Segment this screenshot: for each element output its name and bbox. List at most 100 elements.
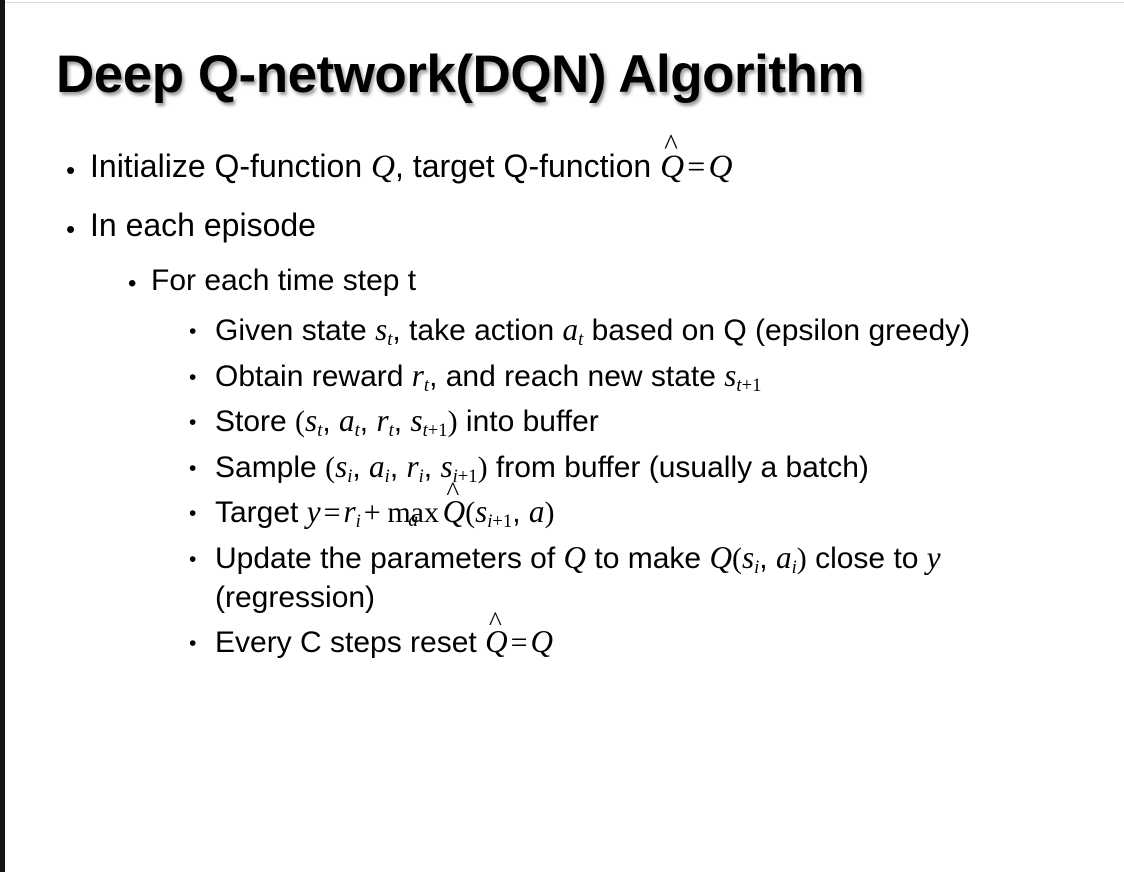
bullet-marker: •: [66, 213, 76, 244]
comma: ,: [423, 450, 441, 484]
math-plus: +: [363, 496, 381, 530]
math-var-a: a: [339, 403, 355, 439]
math-equals: =: [323, 496, 341, 530]
math-sub-t: t: [387, 329, 393, 351]
math-sub-i: i: [418, 465, 424, 487]
math-var-q: Q: [530, 624, 554, 660]
paren-close: ): [477, 450, 488, 484]
math-var-r: r: [411, 357, 424, 393]
circumflex-accent: ^: [664, 128, 678, 161]
math-sub-i: i: [384, 465, 390, 487]
bullet-given-state: • Given state st, take action at based o…: [0, 310, 1124, 351]
math-sub-t: t: [423, 374, 430, 396]
bullet-initialize-text: Initialize Q-function Q, target Q-functi…: [90, 130, 1124, 189]
sub-var: i: [487, 511, 493, 533]
math-sub-t: t: [317, 420, 323, 442]
sub-offset: +1: [427, 420, 448, 442]
bullet-sample-batch-text: Sample (si, ai, ri, si+1) from buffer (u…: [215, 447, 1124, 488]
bullet-store-transition-text: Store (st, at, rt, st+1) into buffer: [215, 401, 1124, 442]
math-sub-i-plus-1: i+1: [453, 466, 478, 487]
bullet-marker: •: [189, 456, 197, 480]
math-sub-i: i: [355, 511, 361, 533]
sub-var: t: [422, 420, 428, 442]
bullet-marker: •: [128, 269, 137, 297]
bullet-in-each-episode: • In each episode: [0, 205, 1124, 246]
math-sub-t-plus-1: t+1: [423, 420, 448, 441]
sub-offset: +1: [457, 465, 478, 487]
comma: ,: [359, 405, 377, 439]
math-var-s: s: [724, 357, 737, 393]
bullet-marker: •: [189, 632, 197, 656]
bullet-obtain-reward-text: Obtain reward rt, and reach new state st…: [215, 356, 1124, 397]
math-var-a: a: [562, 311, 579, 347]
text-run: into buffer: [457, 405, 599, 439]
math-var-r: r: [406, 448, 419, 484]
paren-close: ): [796, 541, 807, 575]
math-equals: =: [687, 148, 706, 184]
paren-close: ): [447, 405, 458, 439]
comma: ,: [759, 541, 776, 575]
math-sub-i: i: [347, 465, 353, 487]
text-run: , target Q-function: [395, 148, 661, 184]
text-run: Store: [215, 405, 296, 439]
bullet-in-each-episode-text: In each episode: [90, 206, 316, 243]
math-var-q: Q: [708, 148, 733, 185]
math-var-q: Q: [371, 148, 396, 185]
math-sub-t-plus-1: t+1: [736, 375, 761, 396]
text-run: Sample: [215, 450, 326, 484]
bullet-update-parameters: • Update the parameters of Q to make Q(s…: [0, 538, 1124, 618]
paren-open: (: [465, 496, 476, 530]
max-limit-a: a: [408, 508, 419, 531]
bullet-obtain-reward: • Obtain reward rt, and reach new state …: [0, 356, 1124, 397]
paren-open: (: [325, 450, 336, 484]
math-sub-t: t: [388, 420, 394, 442]
bullet-marker: •: [189, 547, 197, 571]
math-var-q-base: Q: [442, 494, 466, 530]
math-var-q-hat: ^Q: [485, 607, 508, 663]
bullet-sample-batch: • Sample (si, ai, ri, si+1) from buffer …: [0, 447, 1124, 488]
text-run: , take action: [392, 313, 563, 347]
left-edge-band: [0, 0, 5, 872]
paren-open: (: [295, 405, 306, 439]
circumflex-accent: ^: [446, 475, 460, 506]
bullet-for-each-time-step: • For each time step t: [0, 262, 1124, 300]
bullet-marker: •: [189, 411, 197, 435]
bullet-update-parameters-text: Update the parameters of Q to make Q(si,…: [215, 538, 1124, 618]
paren-close: ): [544, 496, 555, 530]
math-var-q-base: Q: [485, 624, 508, 660]
comma: ,: [512, 496, 529, 530]
math-sub-i-plus-1: i+1: [487, 511, 512, 532]
math-var-a: a: [369, 448, 385, 484]
math-sub-i: i: [791, 556, 797, 578]
sub-var: i: [452, 465, 458, 487]
math-sub-t: t: [354, 420, 360, 442]
text-run: Update the parameters of: [215, 541, 564, 575]
comma: ,: [389, 450, 407, 484]
math-sub-i: i: [754, 556, 760, 578]
paren-open: (: [731, 541, 742, 575]
bullet-marker: •: [189, 365, 197, 389]
comma: ,: [393, 405, 411, 439]
text-run: Given state: [215, 313, 376, 347]
text-run: based on Q (epsilon greedy): [583, 313, 971, 347]
math-var-q-hat: ^Q: [660, 130, 684, 189]
math-var-q: Q: [709, 539, 732, 575]
bullet-marker: •: [189, 502, 197, 526]
math-var-s: s: [741, 539, 755, 575]
text-run: (regression): [215, 581, 376, 615]
bullet-marker: •: [66, 155, 76, 185]
bullet-given-state-text: Given state st, take action at based on …: [215, 310, 1124, 351]
sub-offset: +1: [741, 374, 762, 396]
math-var-r: r: [376, 403, 389, 439]
math-var-s: s: [305, 403, 318, 439]
text-run: to make: [586, 541, 710, 575]
top-edge-line: [5, 2, 1124, 3]
math-var-s: s: [335, 448, 348, 484]
page-title: Deep Q-network(DQN) Algorithm: [56, 45, 864, 104]
sub-var: t: [736, 374, 742, 396]
math-var-q: Q: [563, 539, 587, 575]
text-run: Every C steps reset: [215, 626, 486, 660]
circumflex-accent: ^: [488, 606, 502, 637]
